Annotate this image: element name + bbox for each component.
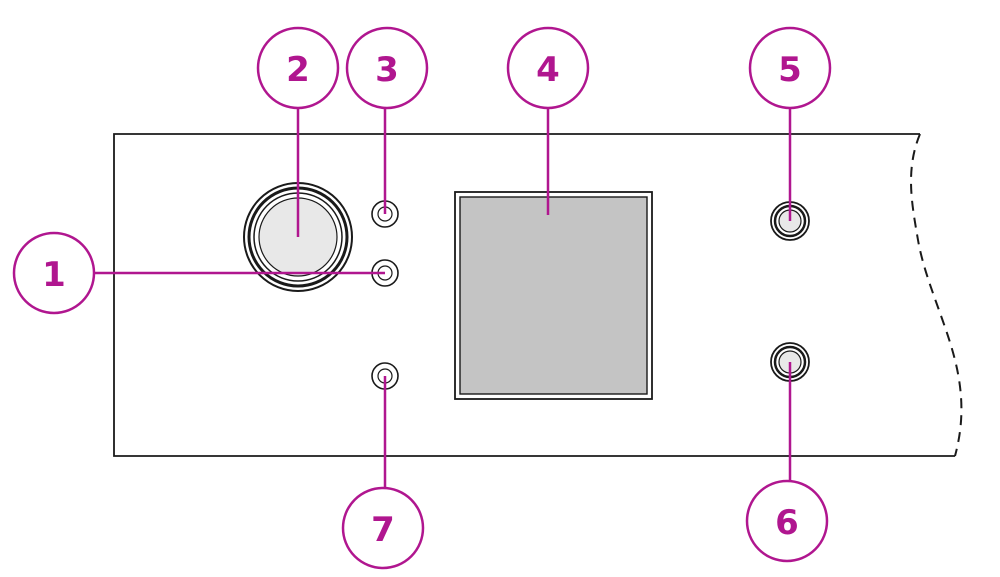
callout-label-1: 1 [42,255,66,295]
callout-2: 2 [256,26,340,110]
callout-label-4: 4 [536,50,560,90]
callout-leaders [94,109,792,487]
callout-3: 3 [345,26,429,110]
callout-6: 6 [745,479,829,563]
callout-label-5: 5 [778,50,802,90]
callout-7: 7 [341,486,425,570]
callout-label-2: 2 [286,50,310,90]
callout-label-6: 6 [775,503,799,543]
callout-label-7: 7 [371,510,395,550]
callout-4: 4 [506,26,590,110]
callout-label-3: 3 [375,50,399,90]
callout-5: 5 [748,26,832,110]
panel-outline [113,133,963,457]
callout-1: 1 [12,231,96,315]
display-screen [454,191,653,400]
